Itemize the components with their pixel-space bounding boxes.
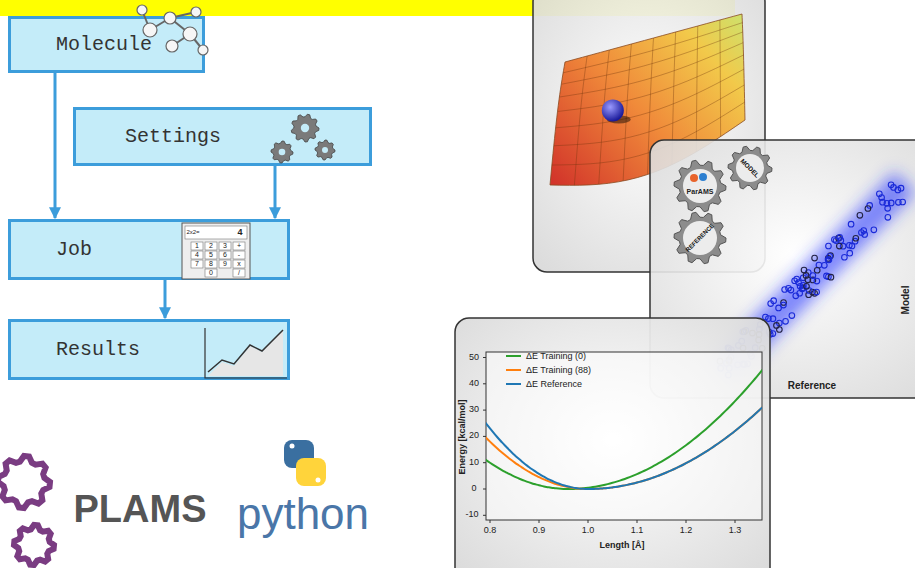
legend-text: ΔE Training (88)	[526, 365, 591, 375]
gear-icon	[674, 160, 726, 211]
chart-curves	[486, 367, 762, 489]
logo-text: PLAMS	[74, 489, 207, 531]
plot-frame	[486, 352, 762, 520]
box-label: Results	[56, 338, 140, 361]
tick-label: 50	[469, 353, 479, 363]
tick-label: 30	[469, 405, 479, 415]
calculator-icon	[182, 223, 250, 279]
tick-label: 40	[469, 379, 479, 389]
box-label: Job	[56, 238, 92, 261]
legend-line	[506, 369, 521, 371]
python-logo	[284, 440, 326, 486]
gear-icon	[674, 212, 726, 263]
tick-label: 0	[471, 484, 476, 494]
chart-icon	[205, 328, 287, 378]
gear-hub	[279, 149, 286, 156]
gear-hub	[683, 221, 717, 255]
gear-label: REFERENCE	[685, 223, 716, 254]
flow-arrow	[274, 166, 277, 218]
ball	[602, 99, 624, 121]
axis-title: Length [Å]	[600, 541, 645, 551]
legend-item: ΔE Reference	[506, 379, 582, 389]
tick-label: 0.8	[484, 526, 497, 536]
gear-icon	[315, 140, 335, 160]
plams-gear	[14, 525, 54, 565]
tick-label: 20	[469, 431, 479, 441]
box-label: Settings	[125, 125, 221, 148]
gear-hub	[301, 124, 309, 132]
axis-label: Model	[900, 286, 911, 315]
molecule-icon	[137, 5, 208, 55]
gear-icon	[728, 146, 772, 189]
axis-title: Energy [kcal/mol]	[458, 399, 468, 474]
process-box: Molecule	[8, 16, 205, 73]
box-label: Molecule	[56, 33, 152, 56]
flow-arrow	[54, 73, 57, 218]
legend-item: ΔE Training (88)	[506, 365, 591, 375]
plams-gear	[0, 456, 50, 508]
tick-label: 1.2	[680, 526, 693, 536]
gear-icon	[271, 141, 293, 163]
tick-label: -10	[465, 510, 478, 520]
logo-text: python	[237, 490, 369, 538]
gear-label: MODEL	[739, 157, 761, 179]
gear-hub	[736, 154, 764, 182]
gear-hub	[683, 169, 717, 203]
legend-text: ΔE Training (0)	[526, 351, 586, 361]
legend-text: ΔE Reference	[526, 379, 582, 389]
tick-label: 1.1	[631, 526, 644, 536]
tick-label: 0.9	[533, 526, 546, 536]
params-logo	[699, 173, 707, 181]
axis-label: Reference	[788, 380, 836, 391]
params-logo	[690, 174, 698, 182]
legend-line	[506, 355, 521, 357]
process-box: Settings	[73, 107, 372, 166]
legend-line	[506, 383, 521, 385]
axis-ticks	[483, 358, 735, 524]
process-box: Results	[8, 319, 290, 380]
process-box: Job	[8, 219, 290, 280]
gear-hub	[322, 147, 328, 153]
legend-item: ΔE Training (0)	[506, 351, 586, 361]
tick-label: 1.0	[582, 526, 595, 536]
chart-panel	[455, 318, 770, 568]
tick-label: 10	[469, 458, 479, 468]
flow-arrow	[164, 280, 167, 318]
gear-icon	[291, 114, 319, 142]
tick-label: 1.3	[729, 526, 742, 536]
gear-label: ParAMS	[687, 188, 714, 196]
